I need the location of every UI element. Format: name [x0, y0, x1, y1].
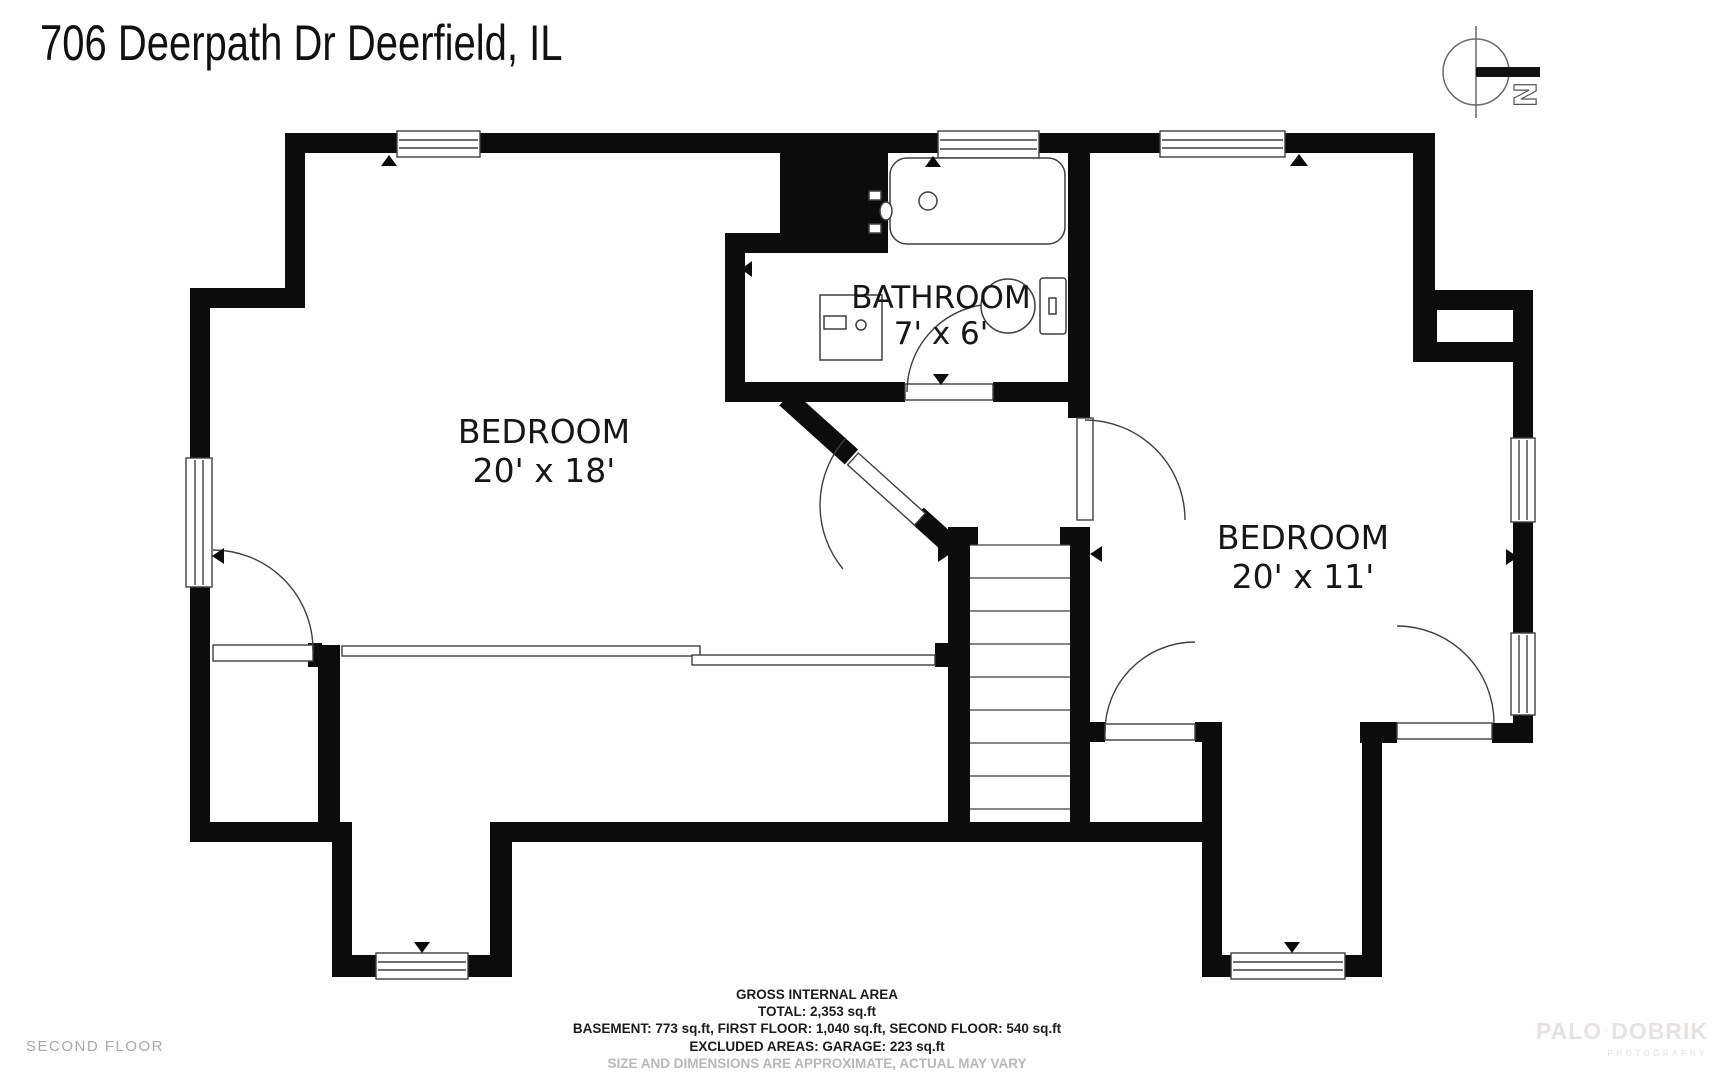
compass-needle-icon — [1476, 67, 1540, 77]
staircase — [970, 544, 1070, 822]
room-dimensions: 7' x 6' — [893, 316, 989, 352]
doors — [212, 303, 1495, 741]
compass: N — [1442, 26, 1542, 118]
watermark-brand-right: DOBRIK — [1611, 1017, 1708, 1044]
watermark-logo: PALO DOBRIK PHOTOGRAPHY — [1536, 1014, 1708, 1059]
watermark-subtitle: PHOTOGRAPHY — [1607, 1049, 1708, 1058]
area-excluded: EXCLUDED AREAS: GARAGE: 223 sq.ft — [689, 1038, 945, 1054]
door-closet-bedroom1 — [212, 549, 314, 662]
page-title: 706 Deerpath Dr Deerfield, IL — [40, 15, 563, 71]
area-summary: GROSS INTERNAL AREA TOTAL: 2,353 sq.ft B… — [497, 986, 1137, 1072]
door-closet-bedroom2 — [1104, 641, 1196, 741]
window-right-dormer — [1230, 952, 1346, 980]
bathtub — [868, 157, 1066, 245]
door-bathroom — [904, 303, 996, 401]
window-right-wall-upper — [1510, 437, 1536, 523]
room-dimensions: 20' x 11' — [1231, 557, 1375, 596]
area-disclaimer: SIZE AND DIMENSIONS ARE APPROXIMATE, ACT… — [607, 1055, 1027, 1071]
window-top-right — [1159, 130, 1286, 158]
area-breakdown: BASEMENT: 773 sq.ft, FIRST FLOOR: 1,040 … — [572, 1021, 1062, 1037]
window-left-dormer — [375, 952, 469, 980]
room-name: BATHROOM — [851, 280, 1031, 316]
room-label-bathroom: BATHROOM 7' x 6' — [851, 280, 1030, 352]
walls — [190, 133, 1533, 977]
room-name: BEDROOM — [457, 412, 631, 451]
room-label-bedroom2: BEDROOM 20' x 11' — [1217, 518, 1389, 596]
area-total: TOTAL: 2,353 sq.ft — [757, 1004, 877, 1020]
windows — [185, 130, 1536, 980]
area-heading: GROSS INTERNAL AREA — [735, 987, 898, 1002]
direction-markers — [212, 154, 1518, 953]
door-bedroom2-west — [1076, 417, 1186, 521]
sliding-closet-doors — [341, 645, 936, 666]
window-left-wall — [185, 457, 213, 588]
room-label-bedroom1: BEDROOM 20' x 18' — [458, 412, 630, 490]
window-bathroom — [937, 130, 1040, 159]
window-right-wall-lower — [1510, 632, 1536, 716]
door-bedroom1-angled — [819, 437, 927, 570]
compass-north-letter: N — [1506, 82, 1541, 107]
floor-label: SECOND FLOOR — [26, 1038, 165, 1055]
toilet — [980, 277, 1067, 335]
room-name: BEDROOM — [1216, 518, 1390, 557]
watermark-brand-left: PALO — [1536, 1017, 1603, 1044]
room-dimensions: 20' x 18' — [472, 451, 616, 490]
door-bedroom2-south — [1396, 625, 1495, 740]
camera-icon — [1605, 1029, 1609, 1033]
window-top-left — [396, 130, 481, 158]
sink-vanity — [819, 294, 883, 361]
